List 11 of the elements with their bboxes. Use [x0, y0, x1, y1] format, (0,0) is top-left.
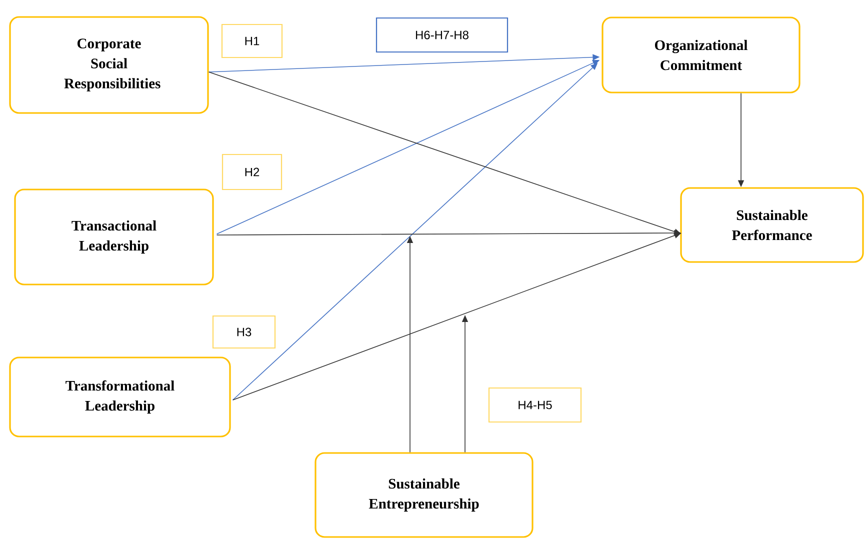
rounded-box: Sustainable Entrepreneurship [314, 452, 534, 538]
rounded-box: Transactional Leadership [14, 188, 214, 286]
rounded-box: Sustainable Performance [680, 187, 864, 263]
hypothesis-box: H6-H7-H8 [376, 17, 508, 53]
hypothesis-box: H2 [222, 154, 282, 190]
rounded-box: Corporate Social Responsibilities [9, 16, 209, 114]
hypothesis-box: H4-H5 [488, 387, 582, 423]
rounded-box: Transformational Leadership [9, 356, 231, 438]
hypothesis-box: H1 [221, 24, 283, 58]
rounded-box: Organizational Commitment [602, 16, 800, 94]
hypothesis-box: H3 [212, 315, 276, 349]
